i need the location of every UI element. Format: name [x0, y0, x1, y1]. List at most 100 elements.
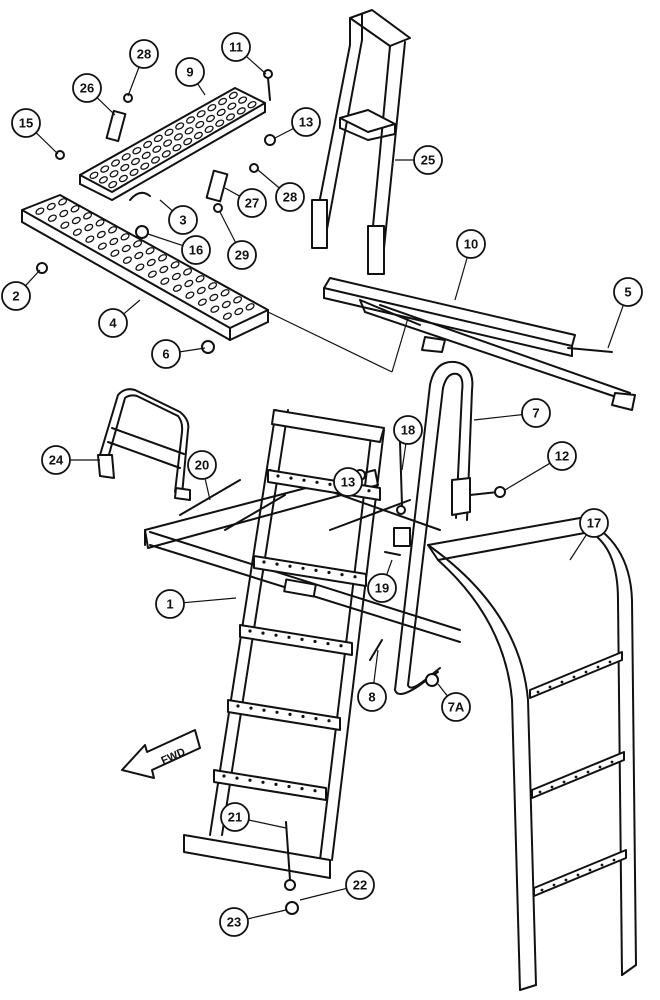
callout-label: 23 — [227, 915, 241, 930]
callout-circle — [357, 682, 387, 712]
callout-label: 16 — [189, 243, 203, 258]
step-plate-part-9 — [79, 87, 266, 201]
callout-15: 15 — [11, 108, 41, 138]
leader-line-20 — [204, 478, 211, 501]
callout-circle — [291, 107, 321, 137]
callout-18: 18 — [393, 415, 423, 445]
callout-7A: 7A — [441, 692, 471, 722]
callout-11: 11 — [221, 32, 251, 62]
callout-circle — [151, 339, 181, 369]
leader-line-9 — [197, 83, 206, 96]
callout-circle — [221, 32, 251, 62]
callout-9: 9 — [175, 57, 205, 87]
callout-7: 7 — [521, 398, 551, 428]
callout-circle — [1, 281, 31, 311]
callout-13: 13 — [291, 107, 321, 137]
leader-line-12 — [504, 462, 551, 491]
callout-6: 6 — [151, 339, 181, 369]
callout-label: 18 — [401, 423, 415, 438]
callout-circle — [11, 108, 41, 138]
leader-line-1 — [183, 597, 237, 604]
leader-line-8 — [373, 649, 379, 684]
upper-hardware — [36, 69, 409, 373]
handrail-part-7 — [394, 360, 474, 695]
callout-10: 10 — [456, 229, 486, 259]
leader-line-22 — [299, 887, 347, 901]
callout-circle — [181, 235, 211, 265]
forward-direction-arrow: FWD — [121, 729, 201, 779]
callout-circle — [98, 308, 128, 338]
callout-circle — [41, 445, 71, 475]
callout-circle — [333, 467, 363, 497]
callout-label: 17 — [587, 516, 601, 531]
callout-label: 7A — [448, 700, 465, 715]
callout-4: 4 — [98, 308, 128, 338]
callout-circle — [155, 589, 185, 619]
guard-rail-part-24 — [97, 388, 191, 501]
leader-line-15 — [35, 132, 59, 155]
callout-circle — [237, 188, 267, 218]
callout-25: 25 — [413, 145, 443, 175]
callout-circle — [393, 415, 423, 445]
callout-label: 13 — [341, 475, 355, 490]
callout-22: 22 — [345, 870, 375, 900]
callout-label: 29 — [235, 248, 249, 263]
callout-circle — [72, 73, 102, 103]
callout-28: 28 — [275, 182, 305, 212]
support-bracket-part-10 — [323, 277, 636, 411]
callout-8: 8 — [357, 682, 387, 712]
callout-label: 21 — [228, 810, 242, 825]
callout-label: 28 — [137, 47, 151, 62]
callout-circle — [129, 39, 159, 69]
callout-label: 2 — [12, 289, 19, 304]
callout-circle — [275, 182, 305, 212]
callout-12: 12 — [547, 441, 577, 471]
callout-label: 6 — [162, 347, 169, 362]
callout-24: 24 — [41, 445, 71, 475]
callout-label: 8 — [368, 690, 375, 705]
leader-line-21 — [248, 819, 287, 829]
leader-line-18 — [401, 443, 407, 471]
callout-26: 26 — [72, 73, 102, 103]
callout-circle — [187, 450, 217, 480]
callout-label: 15 — [19, 116, 33, 131]
callout-label: 26 — [80, 81, 94, 96]
callout-label: 22 — [353, 878, 367, 893]
leader-line-13 — [274, 127, 294, 139]
leader-line-11 — [245, 55, 267, 75]
callout-label: 19 — [375, 581, 389, 596]
callout-circle — [168, 205, 198, 235]
callout-circle — [547, 441, 577, 471]
callout-label: 25 — [421, 153, 435, 168]
leader-line-4 — [123, 299, 141, 315]
callout-5: 5 — [613, 277, 643, 307]
leader-line-27 — [224, 187, 241, 197]
callout-2: 2 — [1, 281, 31, 311]
callout-circle — [219, 907, 249, 937]
callout-circle — [413, 145, 443, 175]
callout-27: 27 — [237, 188, 267, 218]
callout-label: 7 — [532, 406, 539, 421]
leader-line-5 — [607, 304, 624, 349]
callout-label: 11 — [229, 40, 243, 55]
callout-label: 28 — [283, 190, 297, 205]
callout-label: 13 — [299, 115, 313, 130]
callout-label: 1 — [166, 597, 173, 612]
callout-circle — [579, 508, 609, 538]
leader-line-17 — [569, 534, 587, 561]
callout-23: 23 — [219, 907, 249, 937]
leader-line-3 — [159, 199, 173, 212]
leader-line-6 — [179, 347, 206, 353]
callout-13: 13 — [333, 467, 363, 497]
callout-circle — [456, 229, 486, 259]
leader-line-29 — [219, 211, 237, 243]
callout-label: 5 — [624, 285, 631, 300]
leader-line-10 — [454, 257, 468, 301]
callout-1: 1 — [155, 589, 185, 619]
upper-ladder-part-25 — [311, 9, 411, 275]
callout-29: 29 — [227, 240, 257, 270]
callout-circle — [367, 573, 397, 603]
leader-line-28 — [257, 169, 280, 189]
callout-17: 17 — [579, 508, 609, 538]
